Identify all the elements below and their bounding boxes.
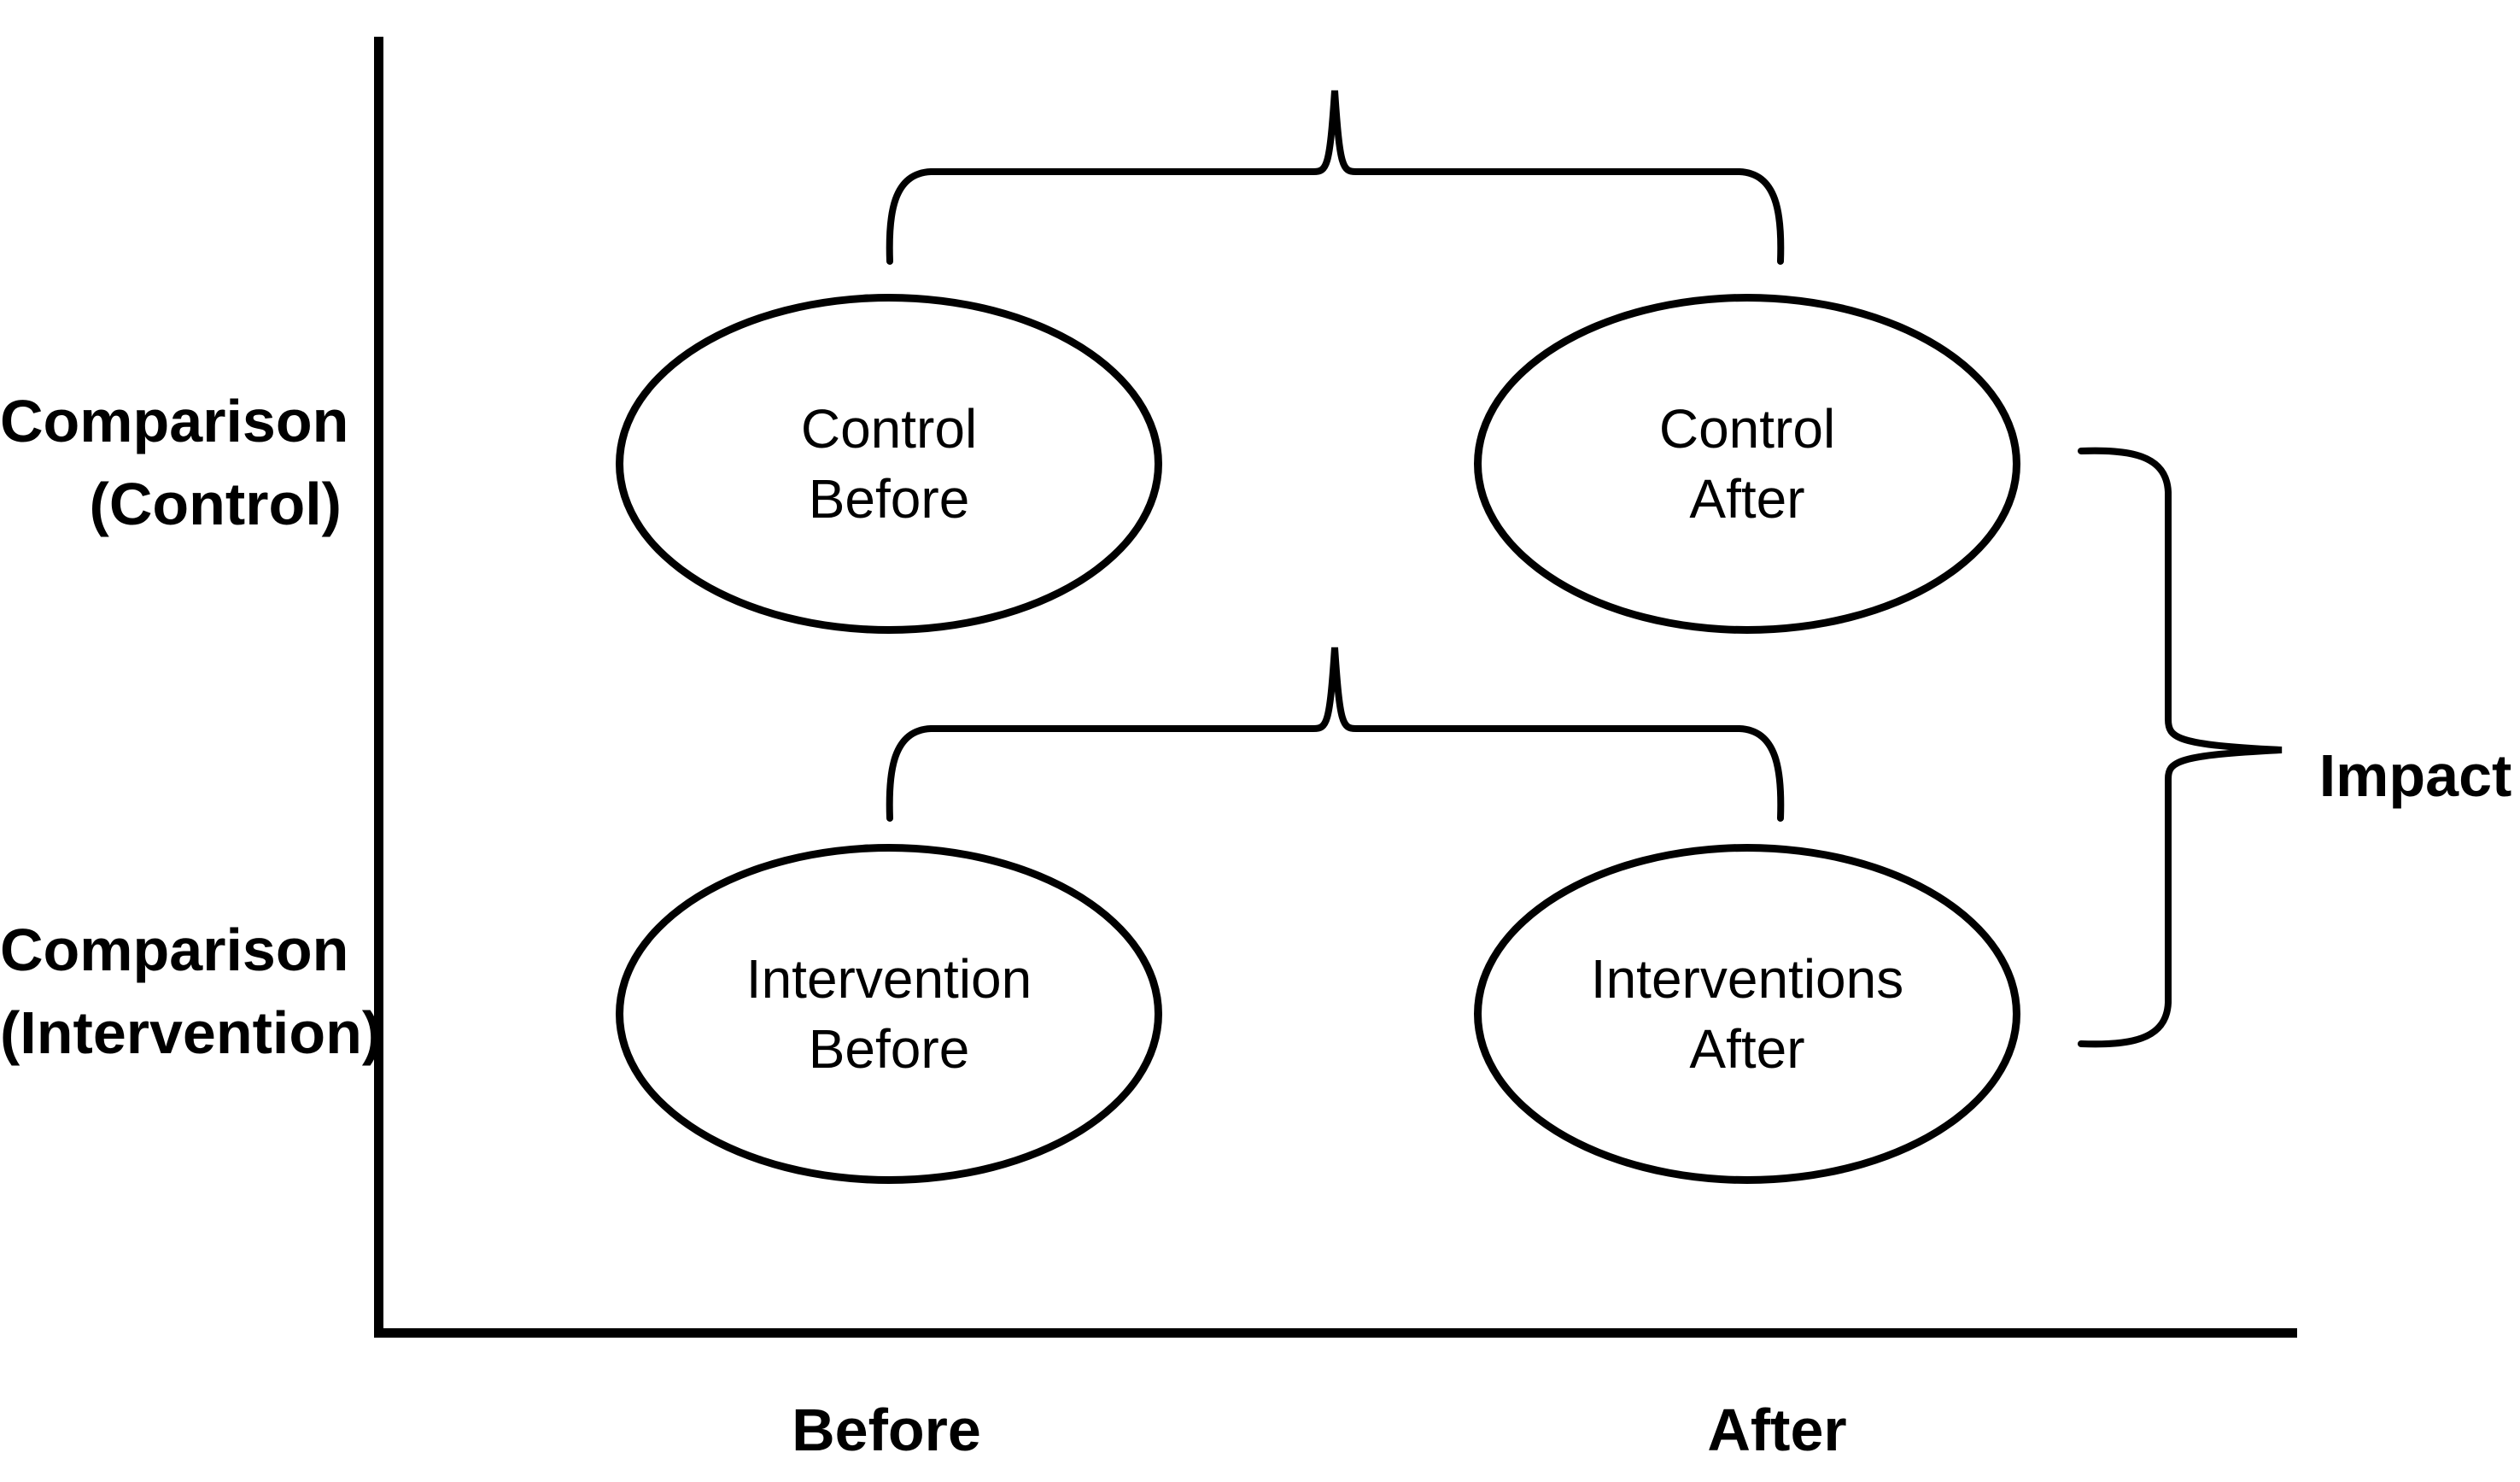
- ellipse-control-after-line2: After: [1689, 468, 1805, 530]
- row-label-comparison-intervention-line2: (Intervention): [0, 999, 383, 1066]
- row-label-comparison-intervention: Comparison (Intervention): [0, 909, 383, 1075]
- row-label-comparison-intervention-line1: Comparison: [0, 917, 349, 983]
- col-label-after: After: [1707, 1397, 1847, 1463]
- col-label-before: Before: [792, 1397, 981, 1463]
- ellipse-control-before: Control Before: [616, 294, 1162, 634]
- x-axis-line: [374, 1328, 2297, 1338]
- ellipse-interventions-after: Interventions After: [1474, 844, 2020, 1184]
- row-label-comparison-control-line1: Comparison: [0, 388, 349, 454]
- ellipse-interventions-after-line2: After: [1689, 1018, 1805, 1080]
- y-axis-line: [374, 37, 383, 1338]
- impact-brace: [2078, 447, 2283, 1048]
- ellipse-intervention-before-line2: Before: [808, 1018, 970, 1080]
- ellipse-control-after: Control After: [1474, 294, 2020, 634]
- ellipse-control-before-line2: Before: [808, 468, 970, 530]
- ellipse-interventions-after-line1: Interventions: [1590, 948, 1904, 1010]
- ellipse-intervention-before-line1: Intervention: [745, 948, 1032, 1010]
- row-label-comparison-control-line2: (Control): [89, 471, 342, 537]
- ellipse-control-after-line1: Control: [1658, 398, 1836, 460]
- row-label-comparison-control: Comparison (Control): [0, 380, 349, 546]
- ellipse-intervention-before: Intervention Before: [616, 844, 1162, 1184]
- ellipse-control-before-line1: Control: [800, 398, 978, 460]
- impact-label: Impact: [2318, 742, 2512, 809]
- intervention-before-after-brace: [886, 647, 1785, 822]
- control-before-after-brace: [886, 90, 1785, 265]
